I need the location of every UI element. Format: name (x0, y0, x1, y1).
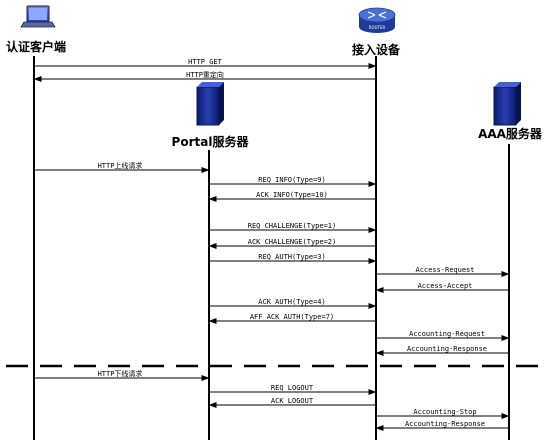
message-accounting-stop: Accounting-Stop (376, 408, 510, 419)
message-label: ACK_INFO(Type=10) (256, 191, 328, 199)
message-label: Accounting-Response (407, 345, 487, 353)
message-req-info: REQ_INFO(Type=9) (209, 176, 377, 187)
message-ack-auth: ACK_AUTH(Type=4) (209, 298, 377, 309)
message-req-auth: REQ_AUTH(Type=3) (209, 253, 377, 264)
laptop-icon (20, 5, 56, 28)
message-label: Accounting-Stop (413, 408, 476, 416)
message-accounting-response-2: Accounting-Response (375, 420, 509, 431)
message-label: HTTP GET (188, 58, 223, 66)
message-access-request: Access-Request (376, 266, 510, 277)
message-http-offline: HTTP下线请求 (34, 369, 210, 381)
message-http-online: HTTP上线请求 (34, 161, 210, 173)
message-ack-info: ACK_INFO(Type=10) (208, 191, 376, 202)
message-label: REQ_LOGOUT (271, 384, 314, 392)
message-ack-challenge: ACK_CHALLENGE(Type=2) (208, 238, 376, 249)
message-req-logout: REQ_LOGOUT (209, 384, 377, 395)
message-label: Accounting-Request (409, 330, 485, 338)
message-label: Access-Accept (418, 282, 473, 290)
aaa-server-icon (493, 82, 521, 126)
access-label: 接入设备 (352, 42, 401, 57)
portal-server-icon (196, 82, 224, 126)
message-ack-logout: ACK_LOGOUT (208, 397, 376, 408)
message-http-redirect: HTTP重定向 (33, 70, 376, 82)
message-accounting-response: Accounting-Response (375, 345, 509, 356)
message-label: AFF_ACK_AUTH(Type=7) (250, 313, 334, 321)
portal-label: Portal服务器 (172, 134, 250, 149)
message-label: REQ_CHALLENGE(Type=1) (248, 222, 337, 230)
message-label: ACK_AUTH(Type=4) (258, 298, 325, 306)
message-label: REQ_INFO(Type=9) (258, 176, 325, 184)
message-http-get: HTTP GET (34, 58, 377, 69)
message-access-accept: Access-Accept (375, 282, 509, 293)
message-label: ACK_CHALLENGE(Type=2) (248, 238, 337, 246)
message-label: HTTP重定向 (186, 70, 224, 79)
message-accounting-request: Accounting-Request (376, 330, 510, 341)
message-label: REQ_AUTH(Type=3) (258, 253, 325, 261)
message-req-challenge: REQ_CHALLENGE(Type=1) (209, 222, 377, 233)
router-icon: ROUTER (358, 7, 396, 33)
message-label: Accounting-Response (405, 420, 485, 428)
message-label: HTTP下线请求 (98, 369, 143, 378)
aaa-label: AAA服务器 (478, 126, 543, 141)
message-label: ACK_LOGOUT (271, 397, 314, 405)
client-label: 认证客户端 (6, 39, 66, 54)
message-label: HTTP上线请求 (98, 161, 143, 170)
router-icon-label: ROUTER (369, 25, 386, 30)
message-aff-ack-auth: AFF_ACK_AUTH(Type=7) (208, 313, 376, 324)
message-label: Access-Request (415, 266, 474, 274)
